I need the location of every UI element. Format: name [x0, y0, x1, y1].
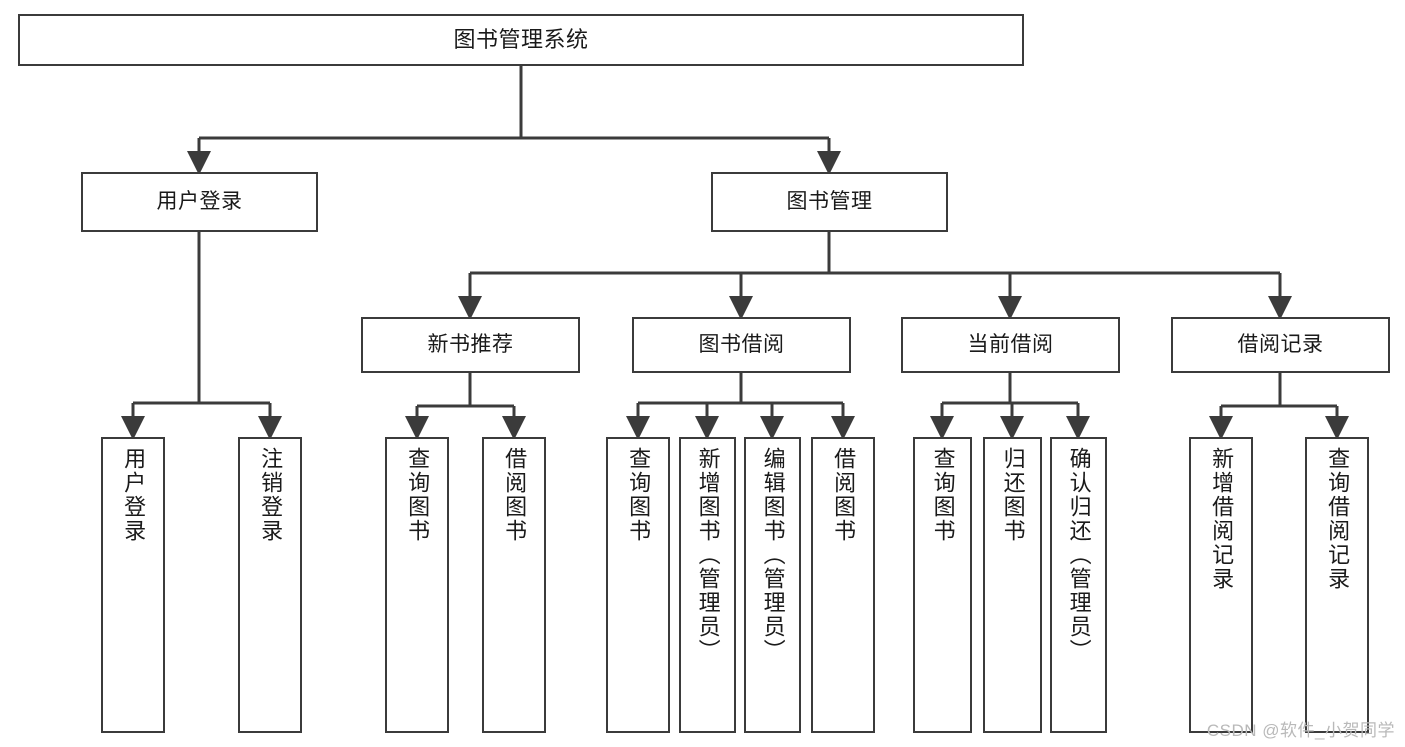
node-leaf-10: 确认归还（管理员） [1050, 437, 1107, 733]
node-leaf-1: 注销登录 [238, 437, 302, 733]
node-leaf-6: 编辑图书（管理员） [744, 437, 801, 733]
watermark-text: CSDN @软件_小贺同学 [1206, 721, 1395, 740]
node-leaf-5: 新增图书（管理员） [679, 437, 736, 733]
node-label: 借阅记录 [1237, 333, 1324, 357]
node-label: 查询图书 [626, 447, 652, 543]
node-leaf-3: 借阅图书 [482, 437, 546, 733]
node-leaf-2: 查询图书 [385, 437, 449, 733]
node-label: 当前借阅 [967, 333, 1054, 357]
node-label: 查询图书 [405, 447, 431, 543]
node-label: 编辑图书（管理员） [760, 447, 786, 663]
node-label: 查询图书 [930, 447, 956, 543]
node-label: 图书管理系统 [453, 26, 589, 52]
node-label: 新书推荐 [427, 333, 514, 357]
node-label: 新增借阅记录 [1209, 447, 1235, 591]
node-level2-1: 图书借阅 [632, 317, 851, 373]
node-level1-1: 图书管理 [711, 172, 948, 232]
node-leaf-12: 查询借阅记录 [1305, 437, 1369, 733]
node-label: 注销登录 [258, 447, 284, 543]
node-label: 用户登录 [156, 190, 243, 214]
node-label: 借阅图书 [831, 447, 857, 543]
node-label: 归还图书 [1000, 447, 1026, 543]
node-leaf-7: 借阅图书 [811, 437, 875, 733]
node-level2-0: 新书推荐 [361, 317, 580, 373]
node-leaf-0: 用户登录 [101, 437, 165, 733]
node-label: 图书借阅 [698, 333, 785, 357]
node-level2-3: 借阅记录 [1171, 317, 1390, 373]
node-label: 借阅图书 [502, 447, 528, 543]
node-label: 查询借阅记录 [1325, 447, 1351, 591]
node-leaf-9: 归还图书 [983, 437, 1042, 733]
node-level1-0: 用户登录 [81, 172, 318, 232]
node-label: 新增图书（管理员） [695, 447, 721, 663]
node-label: 确认归还（管理员） [1066, 447, 1092, 663]
node-label: 图书管理 [786, 190, 873, 214]
node-label: 用户登录 [121, 447, 147, 543]
node-leaf-8: 查询图书 [913, 437, 972, 733]
node-leaf-4: 查询图书 [606, 437, 670, 733]
node-leaf-11: 新增借阅记录 [1189, 437, 1253, 733]
node-level2-2: 当前借阅 [901, 317, 1120, 373]
node-root-图书管理系统: 图书管理系统 [18, 14, 1024, 66]
